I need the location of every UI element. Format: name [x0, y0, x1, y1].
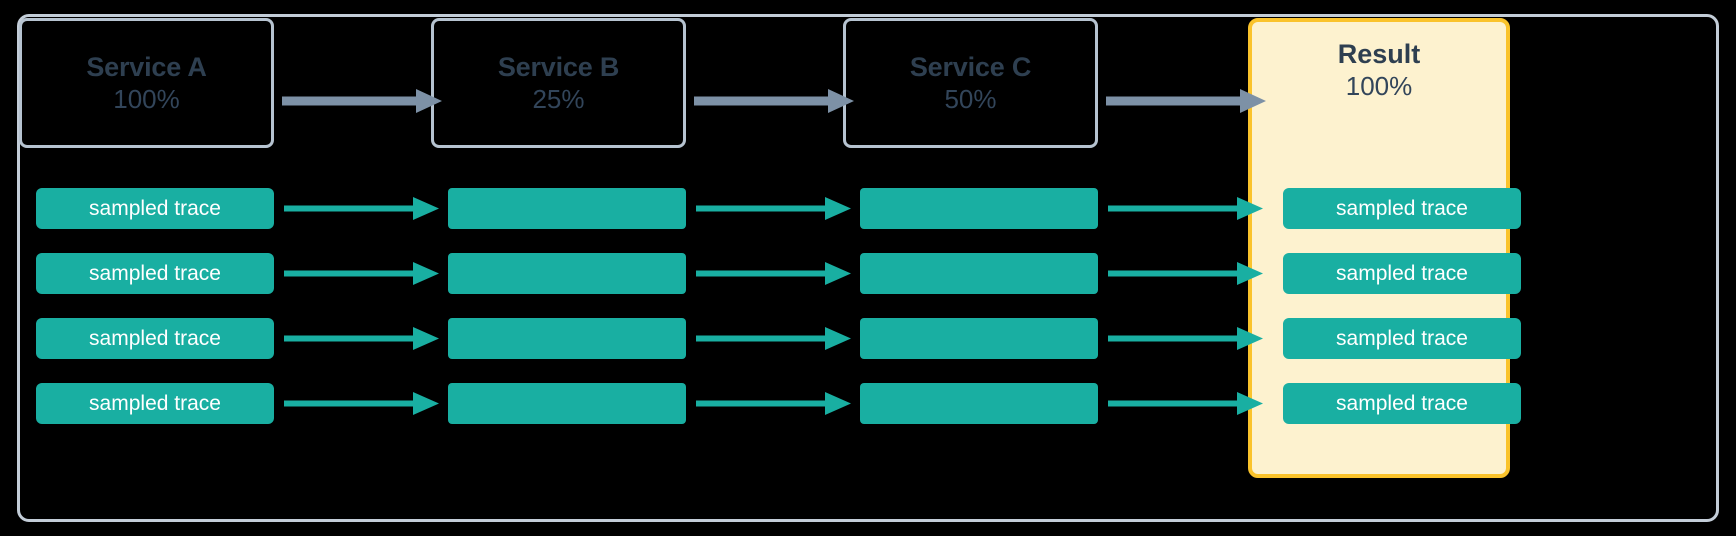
trace-bar-result-3[interactable]: sampled trace [1283, 383, 1521, 424]
service-a-name: Service A [86, 51, 207, 82]
column-service-c: Service C 50% [843, 0, 1098, 536]
trace-bar-a-3[interactable]: sampled trace [36, 383, 274, 424]
trace-bar-result-1[interactable]: sampled trace [1283, 253, 1521, 294]
trace-bar-b-3[interactable] [448, 383, 686, 424]
trace-bar-b-1[interactable] [448, 253, 686, 294]
trace-arrow-a-b-1 [284, 262, 439, 285]
service-b-percent: 25% [532, 84, 585, 115]
diagram-outer-frame [17, 14, 1719, 522]
trace-bar-a-1[interactable]: sampled trace [36, 253, 274, 294]
trace-arrow-a-b-0 [284, 197, 439, 220]
trace-bar-c-2[interactable] [860, 318, 1098, 359]
trace-label: sampled trace [89, 262, 221, 285]
trace-bar-c-0[interactable] [860, 188, 1098, 229]
trace-arrow-b-c-1 [696, 262, 851, 285]
service-b-name: Service B [497, 51, 620, 82]
trace-label: sampled trace [1336, 197, 1468, 220]
service-box-c[interactable]: Service C 50% [843, 18, 1098, 148]
service-box-a[interactable]: Service A 100% [19, 18, 274, 148]
service-c-percent: 50% [944, 84, 997, 115]
trace-arrow-c-result-3 [1108, 392, 1263, 415]
trace-bar-c-1[interactable] [860, 253, 1098, 294]
result-percent: 100% [1345, 71, 1413, 102]
trace-arrow-c-result-1 [1108, 262, 1263, 285]
trace-arrow-b-c-3 [696, 392, 851, 415]
trace-bar-a-0[interactable]: sampled trace [36, 188, 274, 229]
trace-label: sampled trace [89, 392, 221, 415]
result-name: Result [1337, 39, 1421, 69]
trace-bar-b-0[interactable] [448, 188, 686, 229]
column-service-a: Service A 100% [19, 0, 274, 536]
trace-label: sampled trace [1336, 392, 1468, 415]
trace-arrow-c-result-0 [1108, 197, 1263, 220]
trace-bar-b-2[interactable] [448, 318, 686, 359]
trace-label: sampled trace [89, 197, 221, 220]
arrow-service-c-to-result [1106, 89, 1266, 113]
trace-label: sampled trace [89, 327, 221, 350]
arrow-service-a-to-service-b [282, 89, 442, 113]
trace-bar-result-2[interactable]: sampled trace [1283, 318, 1521, 359]
service-box-b[interactable]: Service B 25% [431, 18, 686, 148]
trace-bar-result-0[interactable]: sampled trace [1283, 188, 1521, 229]
service-a-percent: 100% [113, 84, 180, 115]
trace-arrow-a-b-3 [284, 392, 439, 415]
trace-arrow-c-result-2 [1108, 327, 1263, 350]
trace-label: sampled trace [1336, 262, 1468, 285]
service-c-name: Service C [909, 51, 1032, 82]
arrow-service-b-to-service-c [694, 89, 854, 113]
trace-bar-a-2[interactable]: sampled trace [36, 318, 274, 359]
column-service-b: Service B 25% [431, 0, 686, 536]
trace-bar-c-3[interactable] [860, 383, 1098, 424]
result-header: Result 100% [1252, 40, 1506, 101]
trace-arrow-b-c-0 [696, 197, 851, 220]
trace-label: sampled trace [1336, 327, 1468, 350]
trace-arrow-b-c-2 [696, 327, 851, 350]
trace-arrow-a-b-2 [284, 327, 439, 350]
